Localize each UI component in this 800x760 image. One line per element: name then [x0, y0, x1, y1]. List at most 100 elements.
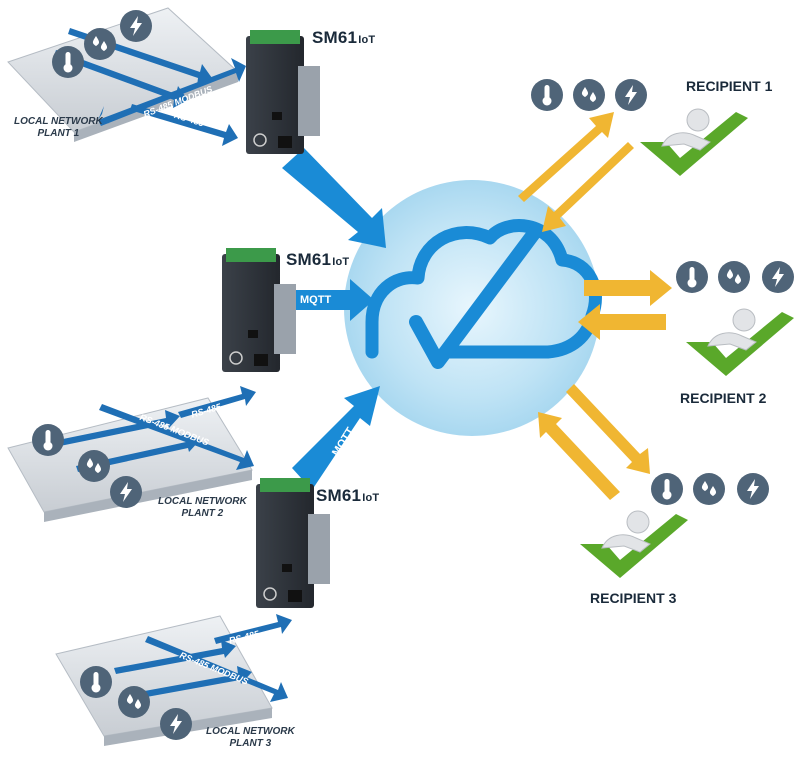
plant-1-plate-edge — [74, 72, 238, 142]
device-1-port — [272, 112, 282, 120]
device-3-sub: IoT — [362, 492, 380, 504]
mqtt-label-2: MQTT — [300, 294, 332, 306]
recipient-3-person-head — [626, 510, 650, 534]
device-2-terminal-block — [226, 248, 276, 262]
device-2-din-clip — [274, 284, 296, 354]
recipient-2-checkmark-icon — [686, 312, 794, 376]
device-3 — [256, 478, 330, 608]
plant-3-sensor-arrow-a — [114, 640, 236, 674]
device-1-ethernet-port — [278, 136, 292, 148]
plant-2-plate-edge — [44, 470, 252, 522]
plant-2-rs485-arrow — [178, 386, 256, 418]
device-2-name: SM61 — [286, 250, 332, 269]
lightning-icon — [615, 79, 647, 111]
water-drops-icon — [718, 261, 750, 293]
plant-2-rs485-modbus-arrow — [99, 404, 254, 470]
lightning-icon — [160, 708, 192, 740]
recipient-2-person-head — [732, 308, 756, 332]
mqtt-arrow-1-shape — [282, 148, 386, 248]
recipient-1-sensor-icons — [531, 79, 647, 111]
plant-1-label-line1: LOCAL NETWORK — [14, 116, 103, 127]
plant-1-arrow-tail — [98, 106, 110, 124]
thermometer-icon — [676, 261, 708, 293]
plant-3-sensor-icons — [80, 666, 192, 740]
water-drops-icon — [84, 28, 116, 60]
plant-1-sensor-icons — [52, 10, 152, 78]
plant-2-label-line1: LOCAL NETWORK — [158, 496, 247, 507]
recipient-2-person-body — [707, 332, 757, 351]
water-drops-icon — [118, 686, 150, 718]
thermometer-icon — [32, 424, 64, 456]
device-3-name: SM61 — [316, 486, 362, 505]
recipient-1-label: RECIPIENT 1 — [686, 78, 773, 94]
plant-1-sensor-arrow-b — [54, 50, 188, 108]
device-2-port — [248, 330, 258, 338]
lightning-icon — [737, 473, 769, 505]
thermometer-icon — [531, 79, 563, 111]
device-1-label: SM61IoT — [312, 28, 375, 48]
recipient-2-arrow-out — [584, 270, 672, 306]
device-2-ethernet-port — [254, 354, 268, 366]
plant-1-rs485-arrow — [130, 104, 238, 146]
recipient-3-arrow-in — [538, 412, 620, 500]
recipient-1-person-head — [686, 108, 710, 132]
device-3-logo-icon — [263, 587, 277, 601]
device-3-din-clip — [308, 514, 330, 584]
thermometer-icon — [651, 473, 683, 505]
recipient-1-arrow-in — [542, 142, 634, 232]
plant-3-sensor-arrow-b — [128, 666, 252, 700]
plant-2-label-line2: PLANT 2 — [181, 508, 224, 519]
plant-3-rs485-arrows — [114, 614, 292, 702]
device-1-terminal-block — [250, 30, 300, 44]
mqtt-arrow-2-shape — [292, 279, 374, 321]
mqtt-arrow-1 — [282, 148, 386, 248]
lightning-icon — [110, 476, 142, 508]
recipient-1-arrow-out — [518, 112, 614, 202]
water-drops-icon — [693, 473, 725, 505]
water-drops-icon — [573, 79, 605, 111]
device-1-din-clip — [298, 66, 320, 136]
plant-3-label-line1: LOCAL NETWORK — [206, 726, 295, 737]
device-3-body — [256, 484, 314, 608]
recipient-2-sensor-icons — [676, 261, 794, 293]
recipient-3-checkmark-icon — [580, 514, 688, 578]
device-3-label: SM61IoT — [316, 486, 379, 506]
plant-3-rs485-modbus-arrow — [145, 636, 288, 702]
water-drops-icon — [78, 450, 110, 482]
plant-1-label-line2: PLANT 1 — [37, 128, 80, 139]
plant-2-sensor-icons — [32, 424, 142, 508]
recipient-3-sensor-icons — [651, 473, 769, 505]
device-1-body — [246, 36, 304, 154]
device-3-terminal-block — [260, 478, 310, 492]
recipient-1-person-body — [661, 132, 711, 151]
recipient-1-figure — [640, 108, 748, 176]
recipient-2-figure — [686, 308, 794, 376]
mqtt-arrow-2 — [292, 279, 374, 321]
lightning-icon — [120, 10, 152, 42]
lightning-icon — [762, 261, 794, 293]
thermometer-icon — [52, 46, 84, 78]
device-1-name: SM61 — [312, 28, 358, 47]
device-2-sub: IoT — [332, 256, 350, 268]
device-2-logo-icon — [229, 351, 243, 365]
device-2 — [222, 248, 296, 372]
recipient-arrows — [518, 112, 672, 500]
recipient-1-checkmark-icon — [640, 112, 748, 176]
device-1 — [246, 30, 320, 154]
device-2-label: SM61IoT — [286, 250, 349, 270]
device-2-body — [222, 254, 280, 372]
mqtt-arrow-3-shape — [292, 386, 380, 490]
recipient-2-label: RECIPIENT 2 — [680, 390, 767, 406]
recipient-2-arrow-in — [578, 304, 666, 340]
recipient-3-person-body — [601, 534, 651, 553]
plant-3-rs485-arrow — [214, 614, 292, 644]
recipient-3-figure — [580, 510, 688, 578]
device-1-logo-icon — [253, 133, 267, 147]
recipient-3-arrow-out — [566, 384, 650, 474]
recipient-3-label: RECIPIENT 3 — [590, 590, 677, 606]
